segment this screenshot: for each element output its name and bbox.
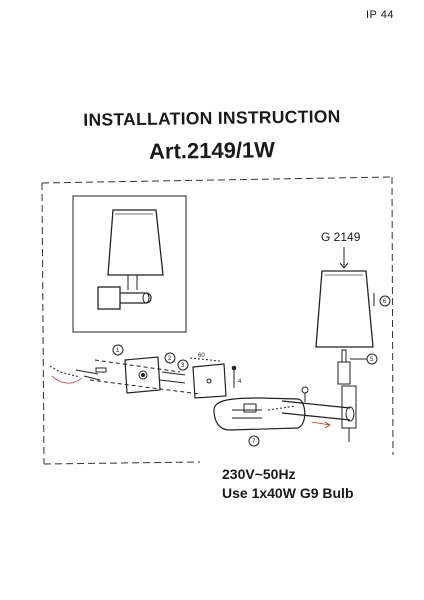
svg-text:6: 6 [383, 299, 387, 305]
bulb-spec: Use 1x40W G9 Bulb [222, 485, 354, 501]
svg-text:1: 1 [116, 348, 120, 354]
voltage-spec: 230V~50Hz [222, 466, 296, 482]
svg-text:5: 5 [370, 357, 374, 363]
model-label: G 2149 [321, 230, 361, 244]
svg-text:7: 7 [252, 439, 256, 445]
assembled-lamp-illustration [72, 195, 187, 333]
mounting-parts-illustration: 1 2 60 3 4 7 [49, 344, 357, 447]
svg-text:4: 4 [238, 379, 242, 385]
svg-text:3: 3 [181, 363, 185, 369]
svg-text:2: 2 [168, 356, 172, 362]
diagram-frame [41, 176, 394, 465]
ip-rating: IP 44 [366, 9, 394, 21]
svg-text:60: 60 [198, 353, 205, 359]
shade-illustration: 6 5 [315, 247, 391, 385]
